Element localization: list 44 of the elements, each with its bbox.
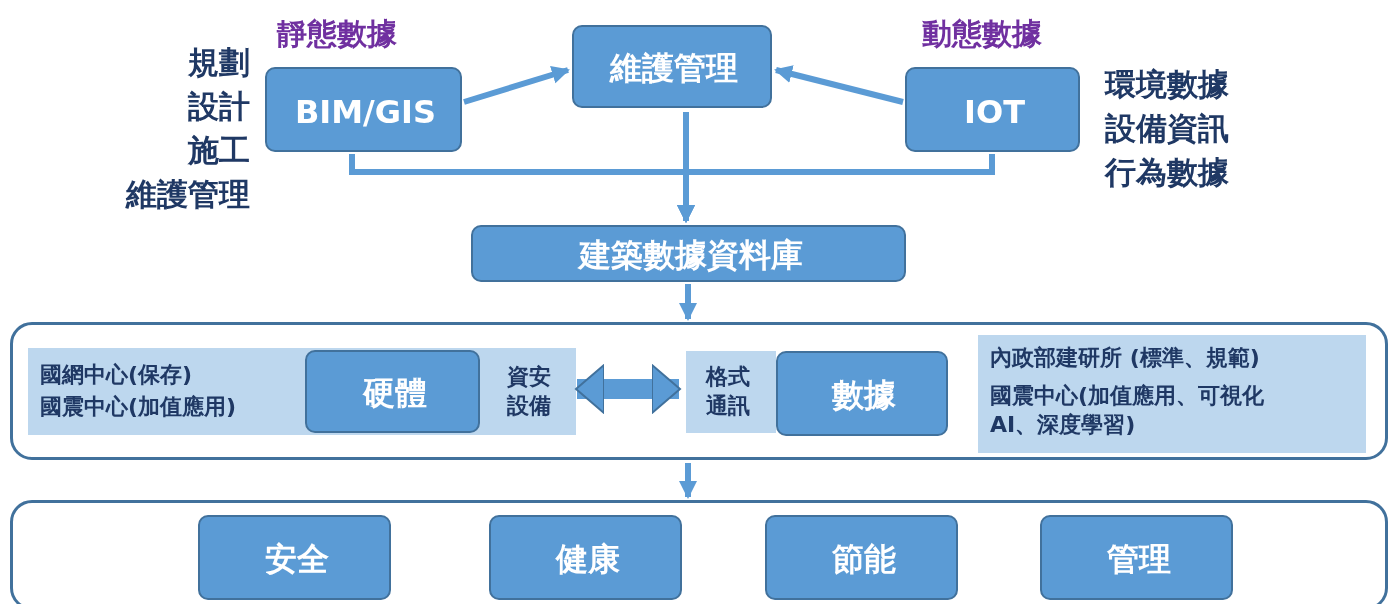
side-note: 維護管理: [126, 175, 250, 214]
box-label: BIM/GIS: [294, 92, 436, 131]
note-text: 國震中心(加值應用、可視化AI、深度學習): [990, 382, 1266, 439]
box-label: 健康: [555, 538, 620, 580]
arrow: [677, 154, 995, 223]
note-text: 資安設備: [507, 362, 552, 420]
heading-text: 動態數據: [922, 14, 1042, 53]
process-box: [489, 515, 682, 600]
heading-text: 靜態數據: [277, 14, 397, 53]
note-text: 國網中心(保存): [40, 360, 193, 389]
note-text: 格式通訊: [706, 363, 751, 420]
process-box: [198, 515, 391, 600]
side-note: 設備資訊: [1105, 109, 1229, 148]
side-note: 施工: [188, 131, 250, 170]
group-frame: [10, 322, 1388, 460]
process-box: [305, 350, 480, 433]
database-box: [471, 225, 906, 282]
note-text: 內政部建研所 (標準、規範): [990, 343, 1260, 372]
note-text: 國震中心(加值應用): [40, 392, 237, 421]
arrow: [679, 463, 697, 499]
double-arrow: [575, 364, 681, 414]
box-label: 節能: [831, 538, 896, 580]
box-label: 硬體: [362, 372, 427, 414]
info-panel: [978, 335, 1366, 453]
side-note: 環境數據: [1105, 65, 1229, 104]
box-label: 建築數據資料庫: [578, 234, 803, 276]
side-note: 設計: [188, 87, 250, 126]
side-note: 行為數據: [1105, 153, 1229, 192]
process-box: [776, 351, 948, 436]
box-label: 數據: [832, 374, 896, 416]
box-label: 管理: [1106, 538, 1171, 580]
arrow: [679, 284, 697, 321]
box-label: 安全: [264, 538, 329, 580]
info-panel: [686, 351, 776, 433]
process-box: [765, 515, 958, 600]
box-label: 維護管理: [610, 47, 738, 89]
arrow: [463, 66, 570, 105]
process-box: [572, 25, 772, 108]
arrow: [774, 65, 904, 105]
box-label: IOT: [964, 92, 1025, 131]
group-frame: [10, 500, 1388, 604]
info-panel: [28, 348, 576, 435]
process-box: [1040, 515, 1233, 600]
side-note: 規劃: [188, 43, 250, 82]
